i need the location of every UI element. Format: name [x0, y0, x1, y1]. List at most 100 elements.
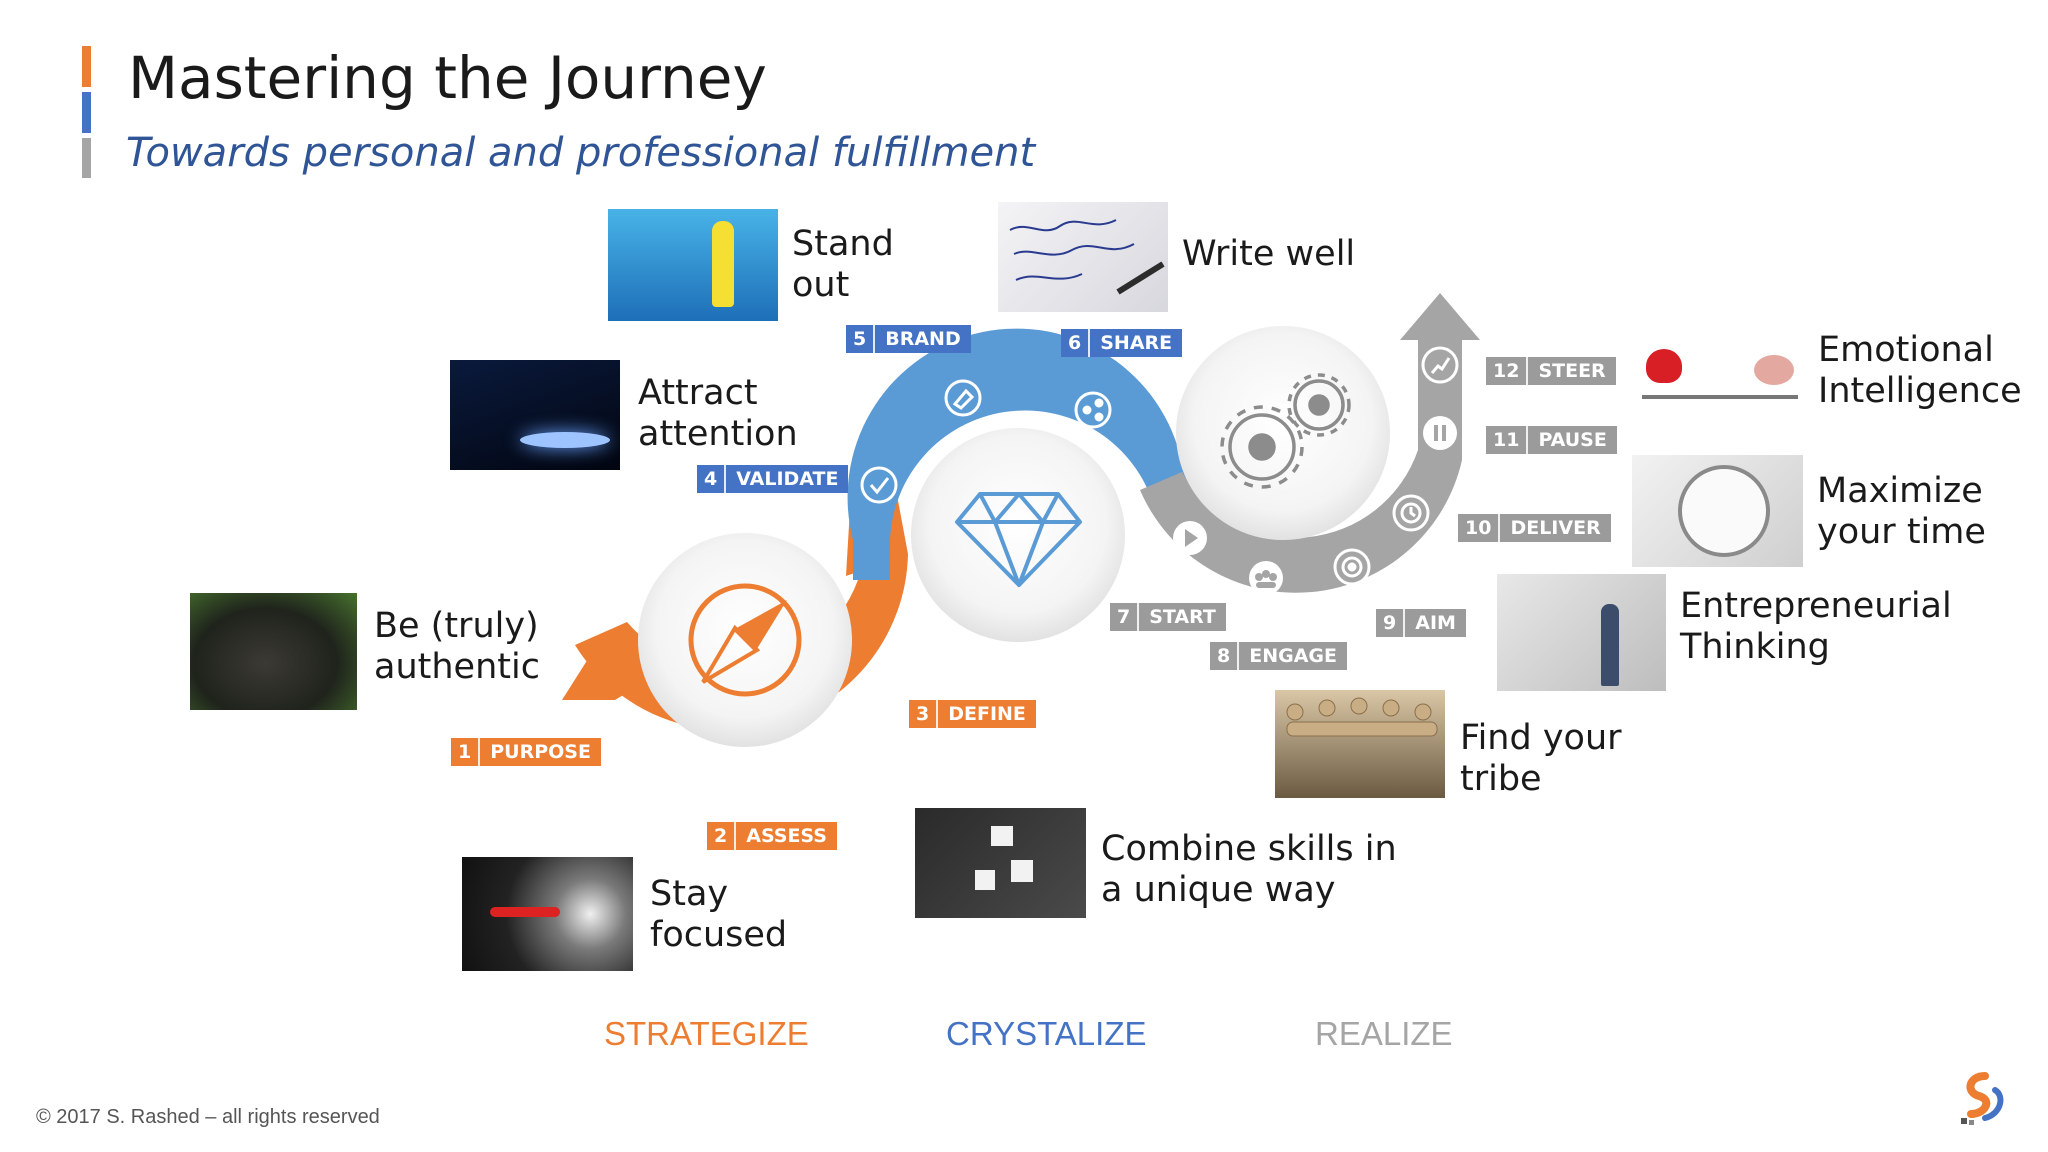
- target-icon: [1333, 548, 1371, 586]
- caption-combine-line1: Combine skills in: [1101, 829, 1397, 869]
- standout-figure: [712, 221, 734, 307]
- step-label: DELIVER: [1510, 517, 1601, 539]
- paper-chain: [1286, 697, 1438, 737]
- step-tag-pause: 11 PAUSE: [1486, 426, 1617, 454]
- step-number: 4: [697, 465, 727, 493]
- team-icon: [1249, 561, 1283, 595]
- caption-authentic-line2: authentic: [374, 647, 540, 687]
- tag-icon: [944, 379, 982, 417]
- step-number: 6: [1061, 329, 1091, 357]
- caption-tribe: Find your tribe: [1460, 718, 1622, 800]
- step-number: 7: [1110, 603, 1140, 631]
- caption-time: Maximize your time: [1817, 471, 1986, 553]
- step-label: SHARE: [1100, 332, 1173, 354]
- caption-focused-line2: focused: [650, 915, 788, 955]
- slide-title: Mastering the Journey: [128, 44, 767, 112]
- lightbulb-icon: [849, 689, 887, 727]
- step-number: 1: [451, 738, 481, 766]
- spotlight-photo: [450, 360, 620, 470]
- step-tag-validate: 4 VALIDATE: [697, 465, 849, 493]
- share-icon: [1074, 391, 1112, 429]
- caption-time-line1: Maximize: [1817, 471, 1983, 511]
- step-tag-start: 7 START: [1110, 603, 1226, 631]
- spotlight-beam: [520, 432, 610, 448]
- clock-icon: [1392, 494, 1430, 532]
- caption-standout-line1: Stand: [792, 224, 894, 264]
- dart-shape: [490, 907, 560, 917]
- caption-standout-line2: out: [792, 265, 850, 305]
- pause-icon: [1423, 416, 1457, 450]
- growth-chart-icon: [1421, 346, 1459, 384]
- caption-emotional: Emotional Intelligence: [1818, 330, 2022, 412]
- caption-entrepreneurial-line2: Thinking: [1680, 627, 1830, 667]
- magnifier-icon: [749, 759, 787, 797]
- puzzle-piece-2: [975, 870, 995, 890]
- step-number: 3: [909, 700, 939, 728]
- paper-people-photo: [1275, 690, 1445, 798]
- step-number: 12: [1486, 357, 1529, 385]
- play-icon: [1173, 521, 1207, 555]
- step-label: PURPOSE: [490, 741, 591, 763]
- man-figure: [1601, 604, 1619, 686]
- caption-emotional-line1: Emotional: [1818, 330, 1994, 370]
- caption-standout: Stand out: [792, 224, 894, 306]
- caption-emotional-line2: Intelligence: [1818, 371, 2022, 411]
- heart-shape: [1646, 349, 1682, 383]
- step-label: STEER: [1538, 360, 1606, 382]
- step-label: START: [1149, 606, 1216, 628]
- step-number: 5: [846, 325, 876, 353]
- caption-authentic-line1: Be (truly): [374, 606, 539, 646]
- realize-band: [1140, 293, 1480, 593]
- caption-entrepreneurial-line1: Entrepreneurial: [1680, 586, 1952, 626]
- slide-subtitle: Towards personal and professional fulfil…: [126, 130, 1036, 176]
- caption-authentic: Be (truly) authentic: [374, 606, 540, 688]
- step-tag-share: 6 SHARE: [1061, 329, 1183, 357]
- diamond-icon: [955, 492, 1082, 587]
- step-label: PAUSE: [1538, 429, 1607, 451]
- caption-focused: Stay focused: [650, 874, 787, 956]
- step-label: VALIDATE: [736, 468, 839, 490]
- caption-entrepreneurial: Entrepreneurial Thinking: [1680, 586, 1952, 668]
- puzzle-pieces-photo: [915, 808, 1086, 918]
- handwriting-scribble: [1009, 219, 1165, 295]
- sketch-wall-photo: [1497, 574, 1666, 691]
- question-icon: ?: [621, 722, 659, 760]
- handwriting-photo: [998, 202, 1168, 312]
- caption-write-line1: Write well: [1182, 234, 1356, 274]
- step-label: DEFINE: [948, 703, 1026, 725]
- caption-tribe-line1: Find your: [1460, 718, 1622, 758]
- step-label: AIM: [1415, 612, 1456, 634]
- caption-focused-line1: Stay: [650, 874, 729, 914]
- pond-reflection-photo: [190, 593, 357, 710]
- step-number: 11: [1486, 426, 1529, 454]
- company-logo-icon: [1961, 1072, 2004, 1125]
- copyright-text: © 2017 S. Rashed – all rights reserved: [36, 1106, 380, 1128]
- gears-icon: [1220, 373, 1351, 489]
- step-number: 8: [1210, 642, 1240, 670]
- step-label: ENGAGE: [1249, 645, 1337, 667]
- caption-attract-line1: Attract: [638, 373, 758, 413]
- caption-tribe-line2: tribe: [1460, 759, 1542, 799]
- step-tag-purpose: 1 PURPOSE: [451, 738, 601, 766]
- crystalize-disc: [911, 428, 1125, 642]
- step-tag-engage: 8 ENGAGE: [1210, 642, 1347, 670]
- caption-combine: Combine skills in a unique way: [1101, 829, 1397, 911]
- compass-icon: [688, 583, 802, 697]
- caption-combine-line2: a unique way: [1101, 870, 1336, 910]
- phase-crystalize: CRYSTALIZE: [946, 1015, 1147, 1052]
- standout-photo: [608, 209, 778, 321]
- caption-write: Write well: [1182, 234, 1355, 275]
- step-tag-steer: 12 STEER: [1486, 357, 1616, 385]
- puzzle-piece-3: [1011, 860, 1033, 882]
- heart-brain-scale-photo: [1634, 335, 1806, 441]
- puzzle-piece-1: [991, 826, 1013, 846]
- checkmark-icon: [860, 466, 898, 504]
- clock-face: [1678, 465, 1770, 557]
- accent-bar-gray: [82, 138, 91, 178]
- step-label: ASSESS: [746, 825, 827, 847]
